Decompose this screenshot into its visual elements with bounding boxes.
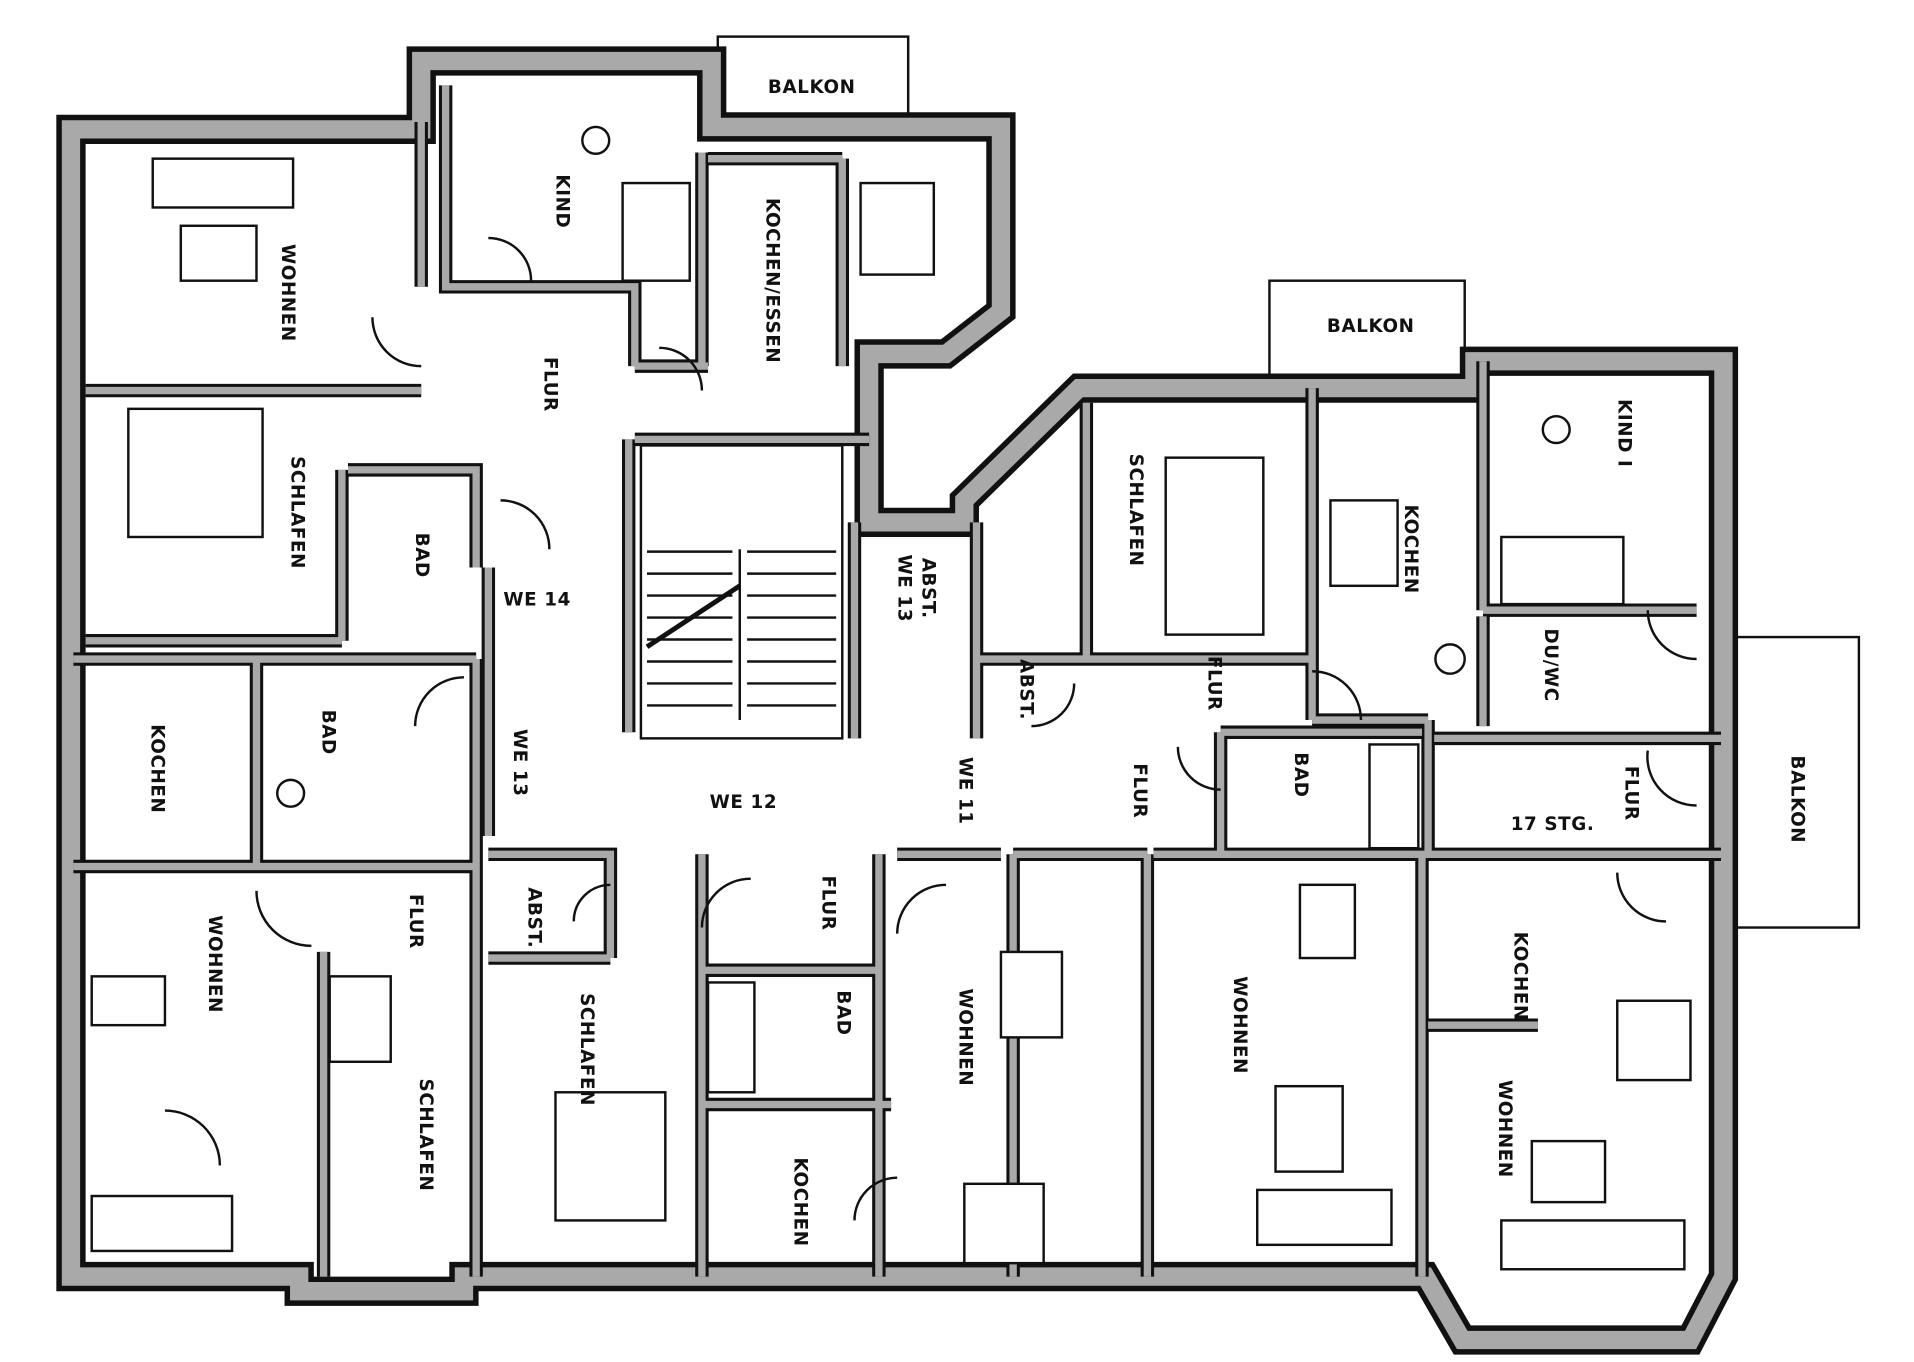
label-schlafen-we11: SCHLAFEN [1125,454,1146,567]
label-bad-we14: BAD [411,533,432,578]
label-kochen-essen: KOCHEN/ESSEN [761,198,782,363]
balcony-top [716,35,910,129]
label-kochen-right: KOCHEN [1510,932,1531,1021]
balcony-middle [1268,279,1466,382]
label-flur-we14: FLUR [539,357,560,412]
label-wohnen-right: WOHNEN [1494,1080,1515,1178]
label-flur-right: FLUR [1621,766,1642,821]
label-du-wc: DU/WC [1540,628,1561,701]
label-schlafen-we13: SCHLAFEN [415,1079,436,1192]
staircase [639,444,844,740]
label-bad-we12: BAD [832,990,853,1035]
label-wohnen-we14: WOHNEN [277,244,298,342]
label-balkon-top: BALKON [768,77,856,98]
label-schlafen-we12: SCHLAFEN [576,993,597,1106]
label-we12: WE 12 [710,792,778,813]
label-abst-we13-a: ABST. [918,558,939,619]
label-kochen-we11: KOCHEN [1400,505,1421,594]
label-schlafen-we14: SCHLAFEN [287,456,308,569]
label-flur-we11: FLUR [1129,763,1150,818]
label-we14: WE 14 [503,589,571,610]
balcony-right [1725,635,1861,929]
label-wohnen-we13: WOHNEN [204,915,225,1013]
label-flur-we12: FLUR [818,876,839,931]
label-flur-we11-top: FLUR [1203,656,1224,711]
label-balkon-right: BALKON [1787,756,1808,844]
label-bad-we13: BAD [317,710,338,755]
label-abst-we11: ABST. [1015,659,1036,720]
room-labels: BALKON KIND KOCHEN/ESSEN WOHNEN FLUR SCH… [146,77,1807,1247]
label-kind-i: KIND I [1613,399,1634,467]
label-we13: WE 13 [509,729,530,797]
furniture [90,125,1692,1271]
outer-wall-fill [61,51,1733,1350]
label-17-stg: 17 STG. [1511,814,1595,835]
label-wohnen-we12: WOHNEN [954,988,975,1086]
stair-steps [645,549,837,721]
doors [164,236,1697,1221]
label-abst-we13-b: WE 13 [893,554,914,622]
label-wohnen-we11: WOHNEN [1229,976,1250,1074]
label-kochen-we12: KOCHEN [790,1158,811,1247]
label-flur-we13: FLUR [405,894,426,949]
label-bad-we11: BAD [1290,752,1311,797]
label-abst-we12: ABST. [524,887,545,948]
label-kochen-we13: KOCHEN [146,724,167,813]
label-kind: KIND [552,174,573,228]
label-we11: WE 11 [954,757,975,825]
interior-walls [73,85,1721,1277]
label-balkon-middle: BALKON [1327,316,1415,337]
